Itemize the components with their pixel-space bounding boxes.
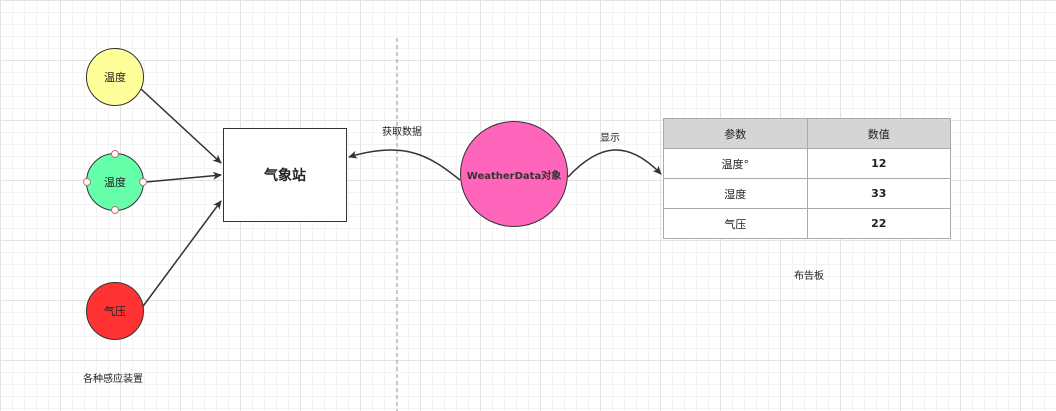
weather-station-label: 气象站 xyxy=(264,168,306,184)
board-header-row: 参数 数值 xyxy=(663,118,951,149)
selection-handle-left[interactable] xyxy=(83,178,91,186)
weatherdata-object-label: WeatherData对象 xyxy=(466,170,562,182)
board-value-cell: 12 xyxy=(806,148,951,179)
arrow-temperature-to-station xyxy=(145,171,222,183)
pressure-sensor-node[interactable]: 气压 xyxy=(86,282,144,340)
pressure-sensor-label: 气压 xyxy=(104,305,126,318)
board-header-param: 参数 xyxy=(663,118,808,149)
weatherdata-object-node[interactable]: WeatherData对象 xyxy=(460,121,568,227)
arrow-humidity-to-station xyxy=(140,88,222,164)
board-row: 湿度 33 xyxy=(663,178,951,209)
fetch-data-edge-label: 获取数据 xyxy=(382,127,422,138)
selection-handle-top[interactable] xyxy=(111,150,119,158)
weather-station-node[interactable]: 气象站 xyxy=(223,128,347,222)
arrow-pressure-to-station xyxy=(140,200,222,310)
board-param-cell: 湿度 xyxy=(663,178,808,209)
selection-handle-bottom[interactable] xyxy=(111,206,119,214)
board-param-cell: 气压 xyxy=(663,208,808,239)
humidity-sensor-node[interactable]: 温度 xyxy=(86,48,144,106)
board-value-cell: 22 xyxy=(806,208,951,239)
board-param-cell: 温度° xyxy=(663,148,808,179)
sensor-group-label: 各种感应装置 xyxy=(83,374,143,385)
selection-handle-right[interactable] xyxy=(139,178,147,186)
board-row: 气压 22 xyxy=(663,208,951,239)
board-value-cell: 33 xyxy=(806,178,951,209)
humidity-sensor-label: 温度 xyxy=(104,71,126,84)
temperature-sensor-node[interactable]: 温度 xyxy=(86,153,144,211)
board-header-value: 数值 xyxy=(806,118,951,149)
arrow-weatherdata-to-board xyxy=(567,149,662,178)
bulletin-board-caption: 布告板 xyxy=(794,271,824,282)
bulletin-board-table[interactable]: 参数 数值 温度° 12 湿度 33 气压 22 xyxy=(663,118,951,239)
display-edge-label: 显示 xyxy=(600,133,620,144)
board-row: 温度° 12 xyxy=(663,148,951,179)
arrow-weatherdata-to-station xyxy=(348,149,461,181)
temperature-sensor-label: 温度 xyxy=(104,176,126,189)
